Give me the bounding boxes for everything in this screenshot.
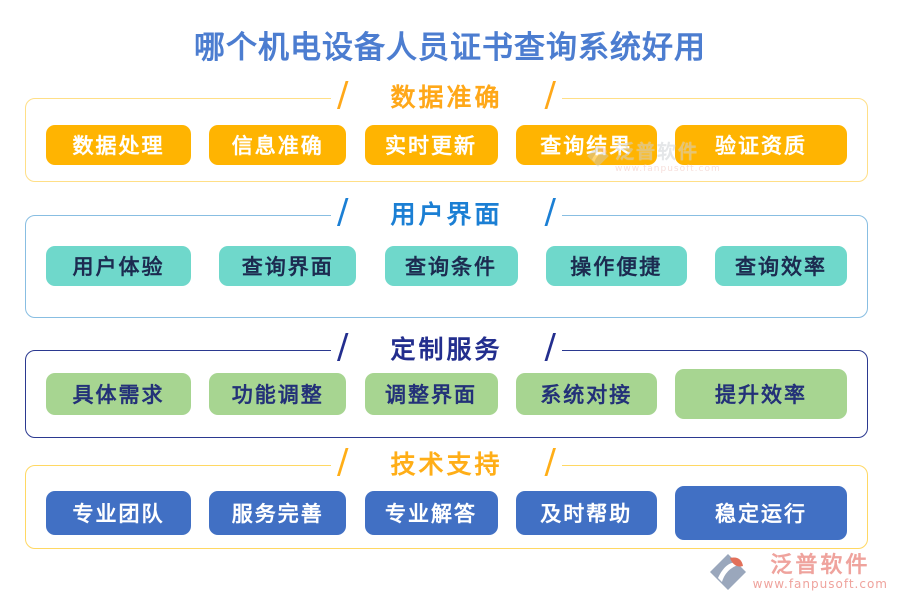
feature-row: 专业团队 服务完善 专业解答 及时帮助 稳定运行 (46, 486, 847, 540)
slash-decoration: / (544, 442, 556, 482)
feature-pill: 实时更新 (364, 125, 498, 165)
feature-pill: 专业团队 (46, 491, 191, 535)
section-user-interface: / 用户界面 / 用户体验 查询界面 查询条件 操作便捷 查询效率 (25, 195, 868, 318)
feature-pill: 系统对接 (515, 373, 657, 415)
slash-decoration: / (337, 442, 349, 482)
feature-pill: 专业解答 (364, 491, 498, 535)
feature-row: 用户体验 查询界面 查询条件 操作便捷 查询效率 (46, 244, 847, 288)
section-header: / 用户界面 / (26, 192, 867, 232)
feature-row: 具体需求 功能调整 调整界面 系统对接 提升效率 (46, 369, 847, 419)
feature-pill: 查询界面 (219, 246, 357, 286)
feature-pill: 操作便捷 (545, 246, 687, 286)
feature-pill: 稳定运行 (675, 486, 847, 540)
brand-name: 泛普软件 (770, 552, 871, 579)
fanpu-logo-icon (709, 554, 746, 590)
feature-pill: 用户体验 (46, 246, 191, 286)
feature-pill: 数据处理 (46, 125, 191, 165)
slash-decoration: / (337, 327, 349, 367)
feature-pill: 查询效率 (715, 246, 847, 286)
slash-decoration: / (337, 75, 349, 115)
slash-decoration: / (337, 192, 349, 232)
section-tech-support: / 技术支持 / 专业团队 服务完善 专业解答 及时帮助 稳定运行 (25, 445, 868, 549)
feature-pill: 功能调整 (209, 373, 347, 415)
feature-pill: 及时帮助 (515, 491, 657, 535)
section-data-accuracy: / 数据准确 / 数据处理 信息准确 实时更新 查询结果 验证资质 (25, 78, 868, 182)
section-title: 数据准确 (390, 82, 503, 112)
slash-decoration: / (544, 327, 556, 367)
feature-pill: 查询结果 (515, 125, 657, 165)
slash-decoration: / (544, 75, 556, 115)
section-title: 定制服务 (390, 334, 503, 364)
section-title: 技术支持 (390, 449, 503, 479)
feature-pill: 调整界面 (364, 373, 498, 415)
section-header: / 技术支持 / (26, 442, 867, 482)
feature-pill: 查询条件 (384, 246, 518, 286)
feature-pill: 信息准确 (209, 125, 347, 165)
section-header: / 数据准确 / (26, 75, 867, 115)
section-custom-service: / 定制服务 / 具体需求 功能调整 调整界面 系统对接 提升效率 (25, 330, 868, 438)
section-header: / 定制服务 / (26, 327, 867, 367)
page-title: 哪个机电设备人员证书查询系统好用 (194, 30, 706, 66)
feature-pill: 验证资质 (675, 125, 847, 165)
section-title: 用户界面 (390, 199, 503, 229)
brand-logo: 泛普软件 www.fanpusoft.com (708, 552, 888, 592)
slash-decoration: / (544, 192, 556, 232)
feature-pill: 提升效率 (675, 369, 847, 419)
feature-row: 数据处理 信息准确 实时更新 查询结果 验证资质 (46, 123, 847, 167)
feature-pill: 具体需求 (46, 373, 191, 415)
brand-url: www.fanpusoft.com (752, 576, 888, 591)
feature-pill: 服务完善 (209, 491, 347, 535)
